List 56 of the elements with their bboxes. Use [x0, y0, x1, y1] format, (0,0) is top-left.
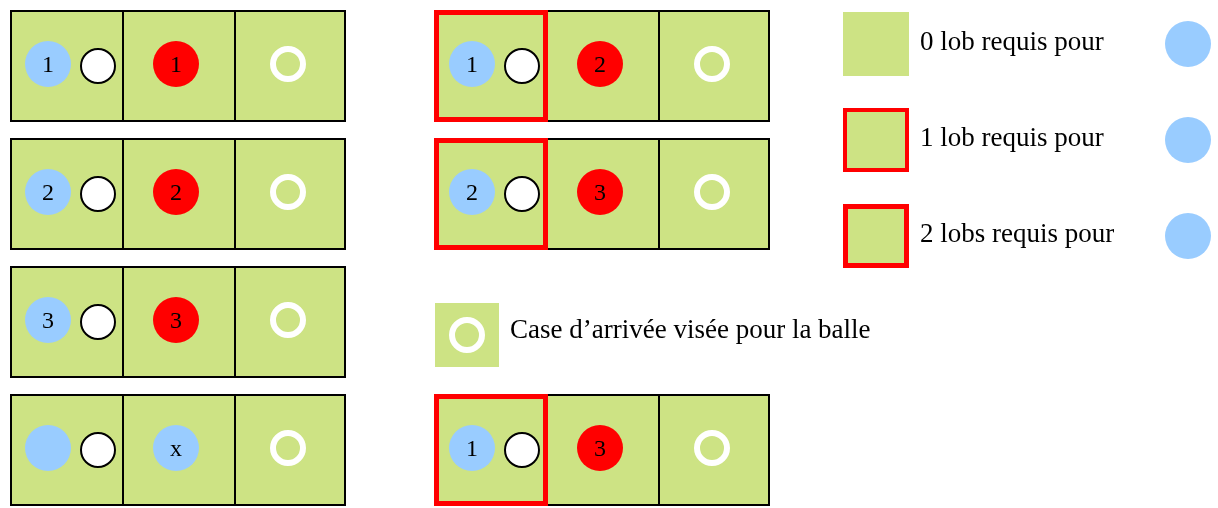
numbered-disc: 3 — [153, 297, 199, 343]
court-square — [658, 138, 770, 250]
court-square — [234, 394, 346, 506]
legend-text: 2 lobs requis pour — [920, 218, 1115, 249]
ball — [80, 432, 116, 468]
numbered-disc: 3 — [577, 169, 623, 215]
ball — [504, 176, 540, 212]
player-disc — [1165, 21, 1211, 67]
player-disc — [25, 425, 71, 471]
numbered-disc: x — [153, 425, 199, 471]
legend-text: Case d’arrivée visée pour la balle — [510, 314, 871, 345]
court-square — [234, 138, 346, 250]
numbered-disc: 2 — [577, 41, 623, 87]
target-ring — [270, 302, 306, 338]
target-ring — [270, 430, 306, 466]
numbered-disc: 2 — [25, 169, 71, 215]
ball — [504, 48, 540, 84]
ball — [504, 432, 540, 468]
court-square — [546, 10, 660, 122]
numbered-disc: 3 — [577, 425, 623, 471]
ball — [80, 176, 116, 212]
court-square — [434, 10, 548, 122]
court-square — [658, 394, 770, 506]
court-square — [122, 138, 236, 250]
target-ring — [270, 174, 306, 210]
numbered-disc: 1 — [449, 41, 495, 87]
target-ring — [694, 46, 730, 82]
court-square — [658, 10, 770, 122]
legend-text: 0 lob requis pour — [920, 26, 1104, 57]
court-square — [122, 10, 236, 122]
target-ring — [694, 430, 730, 466]
numbered-disc: 3 — [25, 297, 71, 343]
court-square — [10, 394, 124, 506]
target-ring — [694, 174, 730, 210]
court-square — [122, 394, 236, 506]
court-square — [234, 266, 346, 378]
legend-text: 1 lob requis pour — [920, 122, 1104, 153]
court-square — [546, 394, 660, 506]
numbered-disc: 1 — [153, 41, 199, 87]
ball — [80, 48, 116, 84]
court-square — [10, 10, 124, 122]
court-square — [546, 138, 660, 250]
court-square — [234, 10, 346, 122]
ball — [80, 304, 116, 340]
numbered-disc: 2 — [153, 169, 199, 215]
numbered-disc: 1 — [25, 41, 71, 87]
court-square — [434, 394, 548, 506]
numbered-disc: 1 — [449, 425, 495, 471]
target-ring — [270, 46, 306, 82]
court-square — [434, 138, 548, 250]
court-square — [122, 266, 236, 378]
numbered-disc: 2 — [449, 169, 495, 215]
court-square — [10, 266, 124, 378]
court-square — [10, 138, 124, 250]
player-disc — [1165, 213, 1211, 259]
player-disc — [1165, 117, 1211, 163]
